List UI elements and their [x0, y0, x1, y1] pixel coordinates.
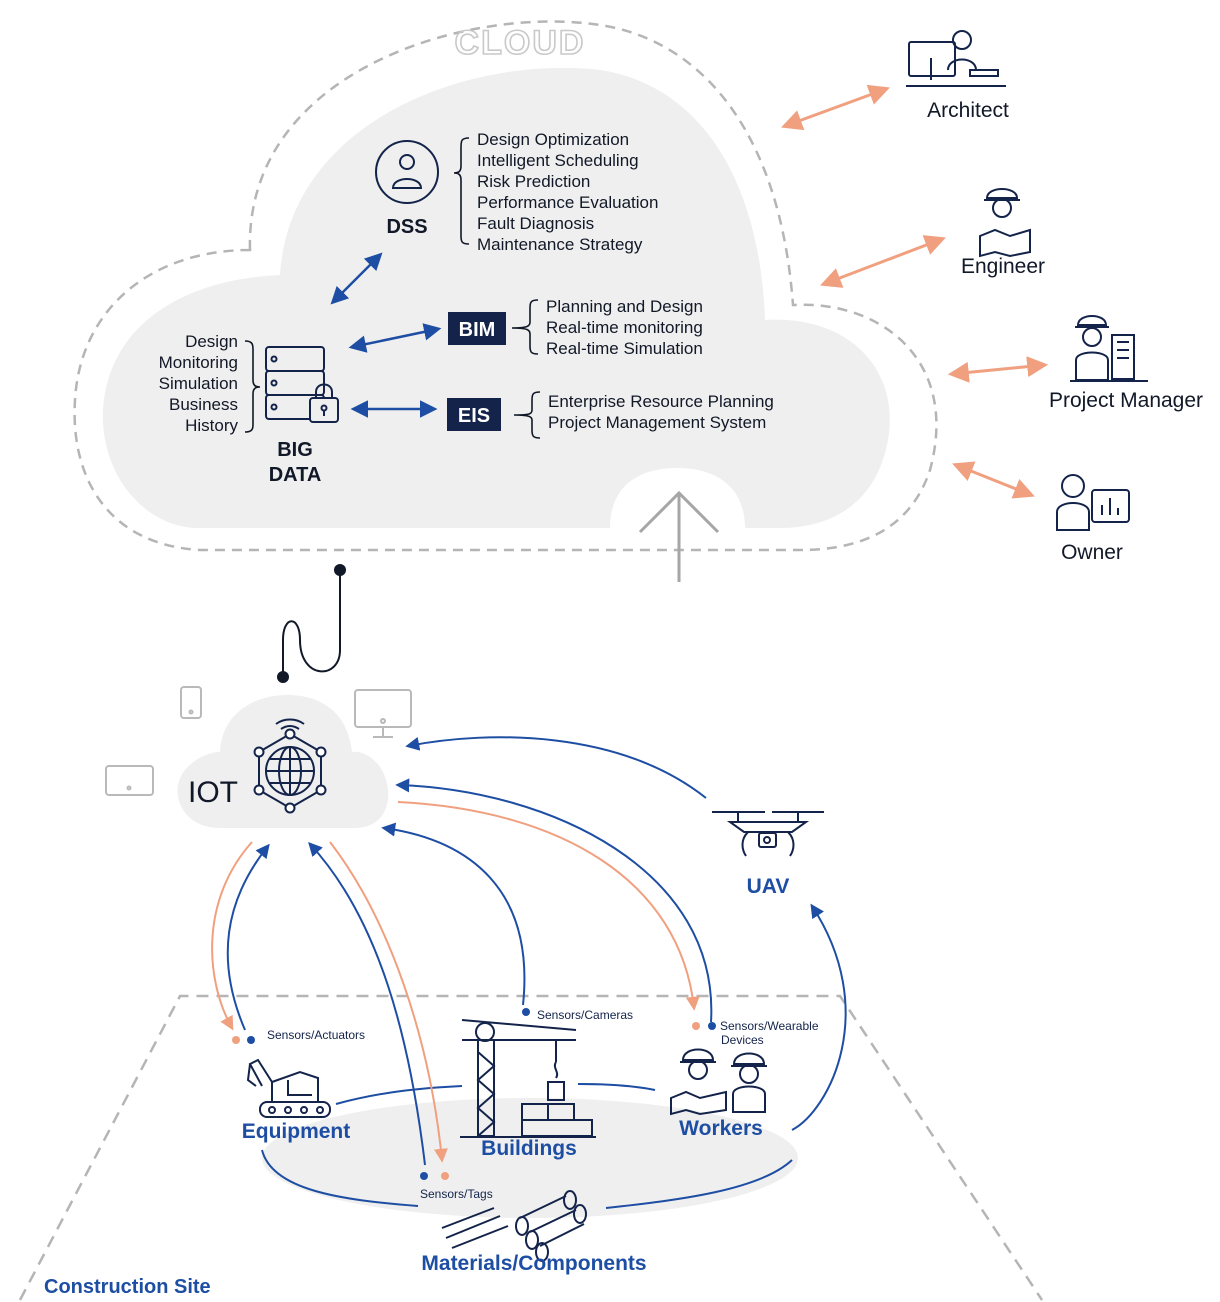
construction-site-label: Construction Site — [44, 1276, 211, 1298]
site-connections — [261, 903, 847, 1209]
iot-label: IOT — [188, 776, 238, 809]
dss-items: Design Optimization Intelligent Scheduli… — [477, 130, 658, 254]
materials-icon — [441, 1190, 587, 1262]
big-data-label-line1: BIG — [277, 439, 313, 461]
big-data-bracket — [244, 340, 261, 433]
big-data-label-line2: DATA — [269, 464, 322, 486]
tablet-icon — [180, 686, 202, 719]
cloud-shape — [73, 20, 938, 582]
bim-item: Real-time monitoring — [546, 318, 703, 337]
dss-bracket — [453, 137, 470, 245]
arrow-engineer — [820, 235, 946, 288]
dss-item: Intelligent Scheduling — [477, 151, 639, 170]
arrow-project-manager — [947, 356, 1049, 383]
dss-item: Design Optimization — [477, 130, 629, 149]
big-data-item: Design — [185, 332, 238, 351]
crane-building-icon — [460, 1019, 596, 1138]
cloud-label: CLOUD — [455, 24, 586, 62]
iot-globe-network-icon — [253, 718, 327, 814]
arrow-architect — [781, 84, 890, 131]
eis-bracket — [513, 391, 541, 439]
site-ground-ellipse — [262, 1098, 798, 1218]
uav-drone-icon — [712, 811, 824, 857]
bim-item: Planning and Design — [546, 297, 703, 316]
big-data-item: Simulation — [159, 374, 238, 393]
arrow-bigdata-dss — [330, 252, 383, 305]
materials-label: Materials/Components — [421, 1252, 646, 1275]
eis-label: EIS — [458, 405, 490, 427]
owner-icon — [1056, 474, 1130, 531]
workers-label: Workers — [679, 1117, 763, 1140]
big-data-item: Business — [169, 395, 238, 414]
engineer-label: Engineer — [961, 255, 1045, 278]
arrow-owner — [952, 461, 1035, 499]
sensors-wearable-label: Sensors/Wearable — [720, 1019, 819, 1033]
sensors-actuators-label: Sensors/Actuators — [267, 1028, 365, 1042]
big-data-item: History — [185, 416, 238, 435]
engineer-icon — [979, 188, 1031, 258]
eis-box — [447, 398, 501, 431]
bim-box — [448, 312, 506, 345]
uav-label: UAV — [747, 875, 790, 898]
cable-connector-icon — [277, 564, 346, 683]
sensor-dots — [232, 1008, 716, 1180]
tablet-landscape-icon — [105, 765, 154, 796]
bim-bracket — [511, 299, 539, 355]
arrow-bigdata-bim — [348, 323, 442, 353]
architect-label: Architect — [927, 99, 1009, 122]
dss-item: Risk Prediction — [477, 172, 590, 191]
bim-label: BIM — [459, 319, 496, 341]
architect-icon — [906, 30, 1006, 87]
dss-label: DSS — [386, 216, 427, 238]
iot-site-arrows — [211, 736, 713, 1166]
dss-item: Fault Diagnosis — [477, 214, 594, 233]
sensors-wearable-label-2: Devices — [721, 1033, 764, 1047]
bim-item: Real-time Simulation — [546, 339, 703, 358]
project-manager-icon — [1070, 315, 1148, 382]
project-manager-label: Project Manager — [1049, 389, 1203, 412]
excavator-icon — [246, 1058, 331, 1118]
workers-icon — [670, 1048, 767, 1116]
big-data-item: Monitoring — [159, 353, 238, 372]
sensors-tags-label: Sensors/Tags — [420, 1187, 493, 1201]
dss-icon — [375, 140, 439, 204]
eis-item: Project Management System — [548, 413, 766, 432]
dss-item: Maintenance Strategy — [477, 235, 643, 254]
sensors-cameras-label: Sensors/Cameras — [537, 1008, 633, 1022]
eis-item: Enterprise Resource Planning — [548, 392, 774, 411]
owner-label: Owner — [1061, 541, 1123, 564]
construction-site-outline — [18, 994, 1044, 1301]
monitor-icon — [354, 689, 412, 738]
dss-item: Performance Evaluation — [477, 193, 658, 212]
big-data-server-icon — [265, 346, 339, 423]
equipment-label: Equipment — [242, 1120, 351, 1143]
buildings-label: Buildings — [481, 1137, 577, 1160]
big-data-items: Design Monitoring Simulation Business Hi… — [159, 332, 239, 435]
